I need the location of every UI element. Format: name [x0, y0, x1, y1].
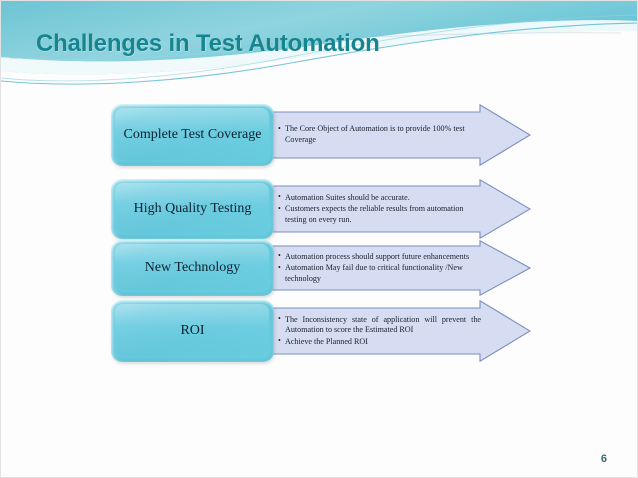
challenge-label-text: High Quality Testing: [133, 200, 252, 216]
challenge-arrow-shape[interactable]: Automation Suites should be accurate. Cu…: [266, 179, 531, 239]
diagram-row: New Technology Automation process should…: [111, 240, 531, 296]
challenge-label-box[interactable]: ROI: [111, 300, 274, 362]
bullet-item: Customers expects the reliable results f…: [278, 204, 481, 225]
challenge-label-text: ROI: [180, 322, 205, 338]
challenge-arrow-text: Automation process should support future…: [278, 240, 481, 296]
bullet-item: Automation process should support future…: [278, 251, 481, 263]
page-title: Challenges in Test Automation: [36, 30, 380, 57]
challenge-label-text: New Technology: [144, 259, 241, 275]
bullet-item: Achieve the Planned ROI: [278, 336, 481, 348]
bullet-item: Automation Suites should be accurate.: [278, 192, 481, 204]
bullet-item: The Core Object of Automation is to prov…: [278, 124, 481, 145]
challenge-label-text: Complete Test Coverage: [123, 126, 262, 142]
diagram-row: High Quality Testing Automation Suites s…: [111, 179, 531, 239]
challenge-label-box[interactable]: High Quality Testing: [111, 179, 274, 239]
challenge-arrow-text: The Core Object of Automation is to prov…: [278, 104, 481, 166]
challenge-arrow-shape[interactable]: The Inconsistency state of application w…: [266, 300, 531, 362]
diagram-row: ROI The Inconsistency state of applicati…: [111, 300, 531, 362]
diagram-row: Complete Test Coverage The Core Object o…: [111, 104, 531, 166]
bullet-item: The Inconsistency state of application w…: [278, 314, 481, 336]
challenge-arrow-shape[interactable]: The Core Object of Automation is to prov…: [266, 104, 531, 166]
challenge-arrow-text: Automation Suites should be accurate. Cu…: [278, 179, 481, 239]
bullet-item: Automation May fail due to critical func…: [278, 263, 481, 284]
challenge-label-box[interactable]: New Technology: [111, 240, 274, 296]
challenge-label-box[interactable]: Complete Test Coverage: [111, 104, 274, 166]
page-number: 6: [600, 453, 607, 465]
challenge-arrow-text: The Inconsistency state of application w…: [278, 300, 481, 362]
challenge-arrow-shape[interactable]: Automation process should support future…: [266, 240, 531, 296]
